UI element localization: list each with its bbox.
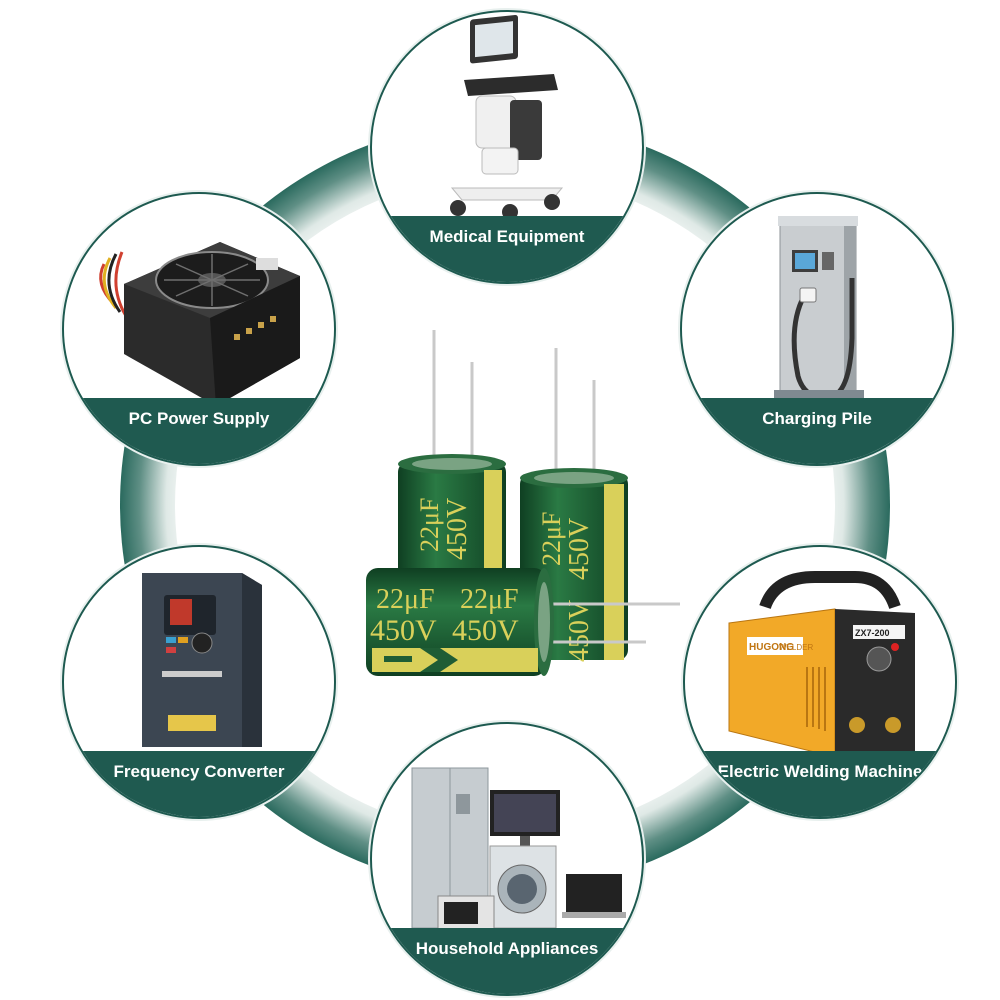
ev-charger-icon xyxy=(774,216,864,404)
frequency-label-band: Frequency Converter xyxy=(64,751,334,817)
welder-model-text: ZX7-200 xyxy=(855,628,890,638)
app-pc-power-supply: PC Power Supply xyxy=(62,192,336,466)
capacitor-left-capacitance: 22μF xyxy=(415,498,444,552)
capacitor-lying-voltage-1: 450V xyxy=(370,614,437,647)
welder-brand-text: HUGONG xyxy=(749,642,794,653)
app-medical-equipment: Medical Equipment xyxy=(370,10,644,284)
capacitor-lying-voltage-2: 450V xyxy=(452,614,519,647)
welding-machine-icon: HUGONG WELDER ZX7-200 xyxy=(728,571,915,758)
welding-label-band: Electric Welding Machine xyxy=(685,751,955,817)
app-household-appliances: Household Appliances xyxy=(370,722,644,996)
psu-label: PC Power Supply xyxy=(128,409,270,428)
welding-label: Electric Welding Machine xyxy=(717,762,923,781)
frequency-label: Frequency Converter xyxy=(113,762,285,781)
capacitor-lying: 22μF 22μF 450V 450V xyxy=(366,568,680,676)
household-label: Household Appliances xyxy=(415,939,599,958)
welder-sub-text: WELDER xyxy=(779,643,813,652)
capacitor-right-voltage: 450V xyxy=(564,518,595,580)
appliances-icon xyxy=(411,767,626,931)
psu-label-band: PC Power Supply xyxy=(64,398,334,464)
ultrasound-cart-icon xyxy=(450,14,564,220)
capacitor-left-voltage: 450V xyxy=(442,498,473,560)
capacitor-right-capacitance: 22μF xyxy=(537,512,566,566)
household-label-band: Household Appliances xyxy=(372,928,642,994)
app-charging-pile: Charging Pile xyxy=(680,192,954,466)
medical-label: Medical Equipment xyxy=(429,227,585,246)
capacitor-lying-capacitance-2: 22μF xyxy=(460,584,519,615)
charging-label-band: Charging Pile xyxy=(682,398,952,464)
charging-label: Charging Pile xyxy=(762,409,872,428)
app-frequency-converter: Frequency Converter xyxy=(62,545,336,819)
app-electric-welding-machine: HUGONG WELDER ZX7-200 Electric Welding M… xyxy=(683,545,957,819)
capacitor-right-voltage-2: 450V xyxy=(564,600,595,662)
capacitor-left: 22μF 450V xyxy=(398,330,506,582)
capacitor-lying-capacitance-1: 22μF xyxy=(376,584,435,615)
power-supply-icon xyxy=(99,242,300,406)
medical-label-band: Medical Equipment xyxy=(372,216,642,282)
inverter-icon xyxy=(142,573,262,747)
